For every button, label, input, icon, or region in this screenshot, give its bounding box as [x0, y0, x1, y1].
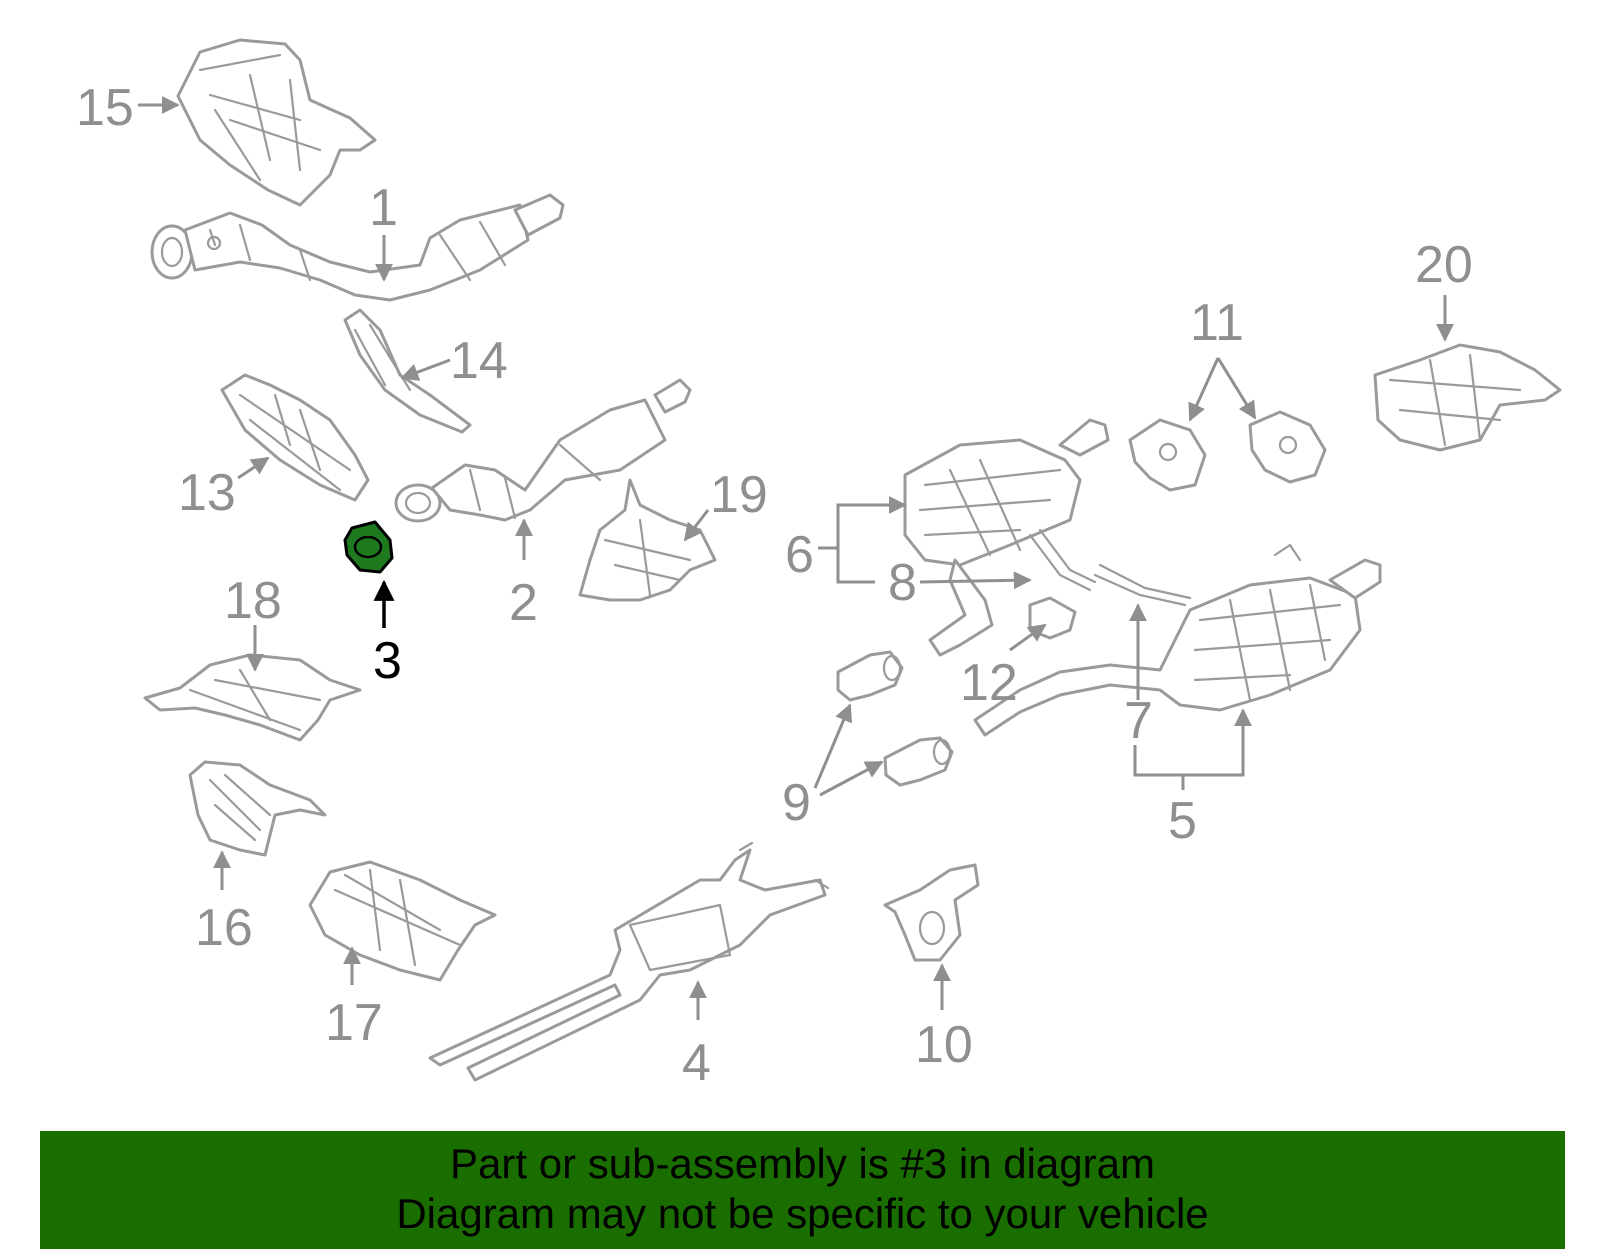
part-6-muffler-front[interactable]	[903, 418, 1110, 657]
part-16-heat-shield[interactable]	[188, 760, 327, 857]
callout-19: 19	[710, 466, 768, 524]
leader-19	[683, 509, 710, 542]
callout-12: 12	[960, 654, 1018, 712]
callout-20: 20	[1415, 236, 1473, 294]
part-11-hanger-right[interactable]	[1248, 410, 1327, 484]
leader-5	[1133, 710, 1243, 790]
part-20-heat-shield[interactable]	[1373, 343, 1562, 452]
part-19-heat-shield[interactable]	[578, 478, 717, 602]
callout-15: 15	[76, 79, 134, 137]
leader-14	[400, 358, 451, 381]
part-18-heat-shield[interactable]	[143, 653, 362, 742]
callout-14: 14	[450, 332, 508, 390]
part-15-heat-shield[interactable]	[176, 38, 377, 207]
callout-9: 9	[782, 774, 811, 832]
part-9-clamp-upper[interactable]	[836, 650, 904, 702]
info-banner: Part or sub-assembly is #3 in diagram Di…	[40, 1131, 1565, 1249]
callout-8: 8	[888, 554, 917, 612]
part-8-hanger-strap[interactable]	[1028, 528, 1192, 607]
part-1-front-pipe-converter[interactable]	[150, 193, 565, 302]
callout-1: 1	[369, 179, 398, 237]
part-2-catalytic-converter[interactable]	[394, 378, 692, 523]
part-4-center-pipe-resonator[interactable]	[428, 841, 830, 1082]
banner-line-part-info: Part or sub-assembly is #3 in diagram	[450, 1140, 1155, 1187]
callout-3: 3	[373, 632, 402, 690]
leader-9-lower	[819, 760, 884, 797]
callout-13: 13	[178, 464, 236, 522]
callout-7: 7	[1124, 692, 1153, 750]
leader-11-left	[1188, 357, 1220, 422]
leader-9-upper	[813, 703, 852, 789]
callout-5: 5	[1168, 792, 1197, 850]
part-17-heat-shield[interactable]	[308, 860, 497, 982]
part-13-heat-shield[interactable]	[220, 373, 370, 502]
part-11-hanger-left[interactable]	[1128, 418, 1207, 492]
callout-4: 4	[682, 1034, 711, 1092]
callout-10: 10	[915, 1016, 973, 1074]
leader-12	[1009, 623, 1047, 652]
part-3-gasket-highlighted[interactable]	[343, 520, 394, 574]
callout-6: 6	[785, 526, 814, 584]
callout-18: 18	[224, 572, 282, 630]
callout-17: 17	[325, 994, 383, 1052]
leader-6-bottom	[818, 546, 875, 584]
callout-2: 2	[509, 574, 538, 632]
part-10-hanger[interactable]	[883, 863, 980, 962]
leader-11-right	[1216, 357, 1257, 420]
leader-13	[237, 456, 270, 480]
leader-8	[919, 571, 1032, 590]
part-9-clamp-lower[interactable]	[883, 736, 954, 787]
banner-line-disclaimer: Diagram may not be specific to your vehi…	[396, 1190, 1209, 1237]
part-5-rear-muffler[interactable]	[973, 543, 1382, 737]
callout-11: 11	[1190, 294, 1244, 352]
callout-16: 16	[195, 899, 253, 957]
